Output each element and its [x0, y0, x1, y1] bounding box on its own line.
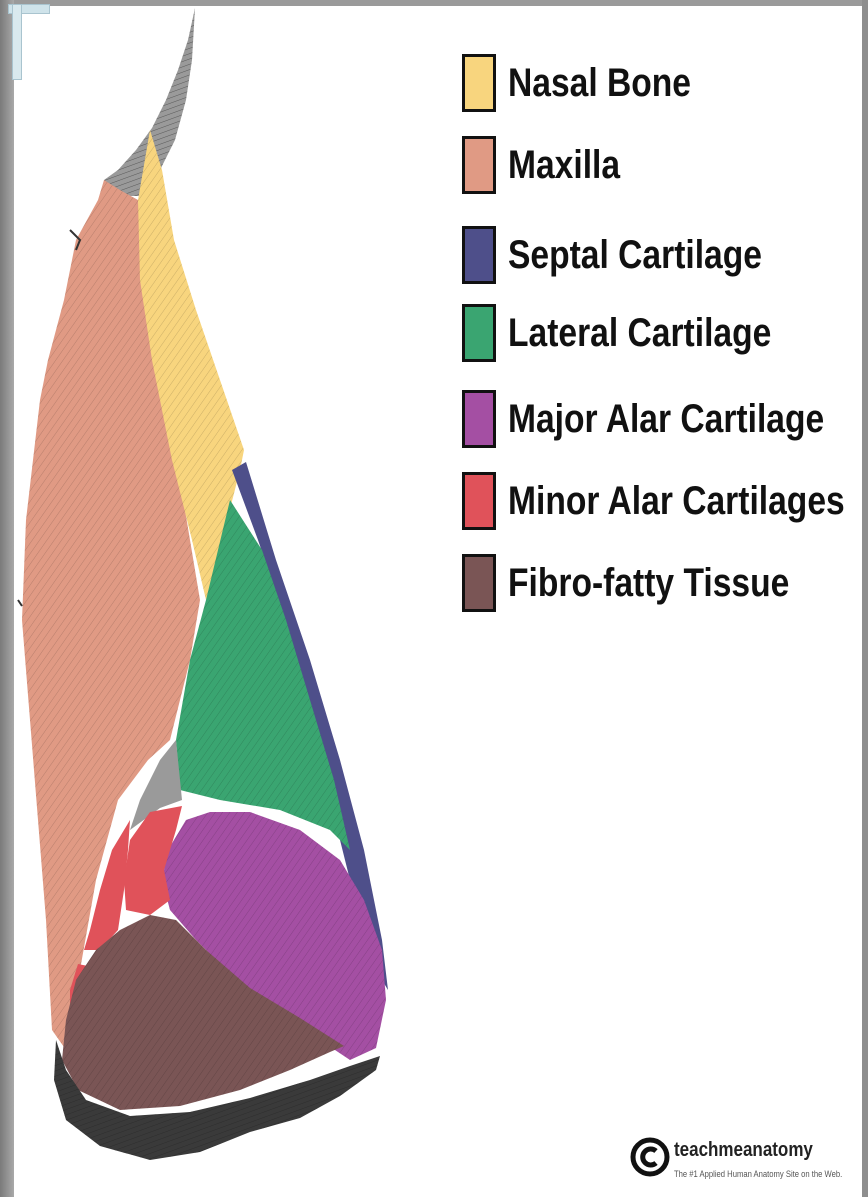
legend-swatch — [462, 554, 496, 612]
window-right-frame — [862, 0, 868, 1197]
legend-swatch — [462, 390, 496, 448]
legend-item-lateral-cartilage: Lateral Cartilage — [462, 300, 862, 366]
legend-item-minor-alar-cartilages: Minor Alar Cartilages — [462, 468, 862, 534]
copyright-c-icon — [630, 1137, 670, 1177]
brand-name: teachmeanatomy — [674, 1139, 813, 1162]
brand-tagline: The #1 Applied Human Anatomy Site on the… — [674, 1169, 842, 1179]
legend-swatch — [462, 226, 496, 284]
brand-watermark: teachmeanatomy The #1 Applied Human Anat… — [630, 1135, 860, 1195]
nose-anatomy-illustration — [14, 0, 414, 1170]
legend-label: Lateral Cartilage — [508, 304, 771, 362]
legend-item-major-alar-cartilage: Major Alar Cartilage — [462, 386, 862, 452]
legend-swatch — [462, 304, 496, 362]
legend-label: Septal Cartilage — [508, 226, 762, 284]
legend-label: Major Alar Cartilage — [508, 390, 824, 448]
legend-swatch — [462, 136, 496, 194]
legend-item-maxilla: Maxilla — [462, 132, 862, 198]
legend-label: Maxilla — [508, 136, 620, 194]
legend-label: Nasal Bone — [508, 54, 691, 112]
legend-swatch — [462, 54, 496, 112]
window-left-frame — [0, 0, 14, 1197]
legend-label: Minor Alar Cartilages — [508, 472, 845, 530]
legend-label: Fibro-fatty Tissue — [508, 554, 789, 612]
legend-item-septal-cartilage: Septal Cartilage — [462, 222, 862, 288]
legend-swatch — [462, 472, 496, 530]
legend-item-fibro-fatty-tissue: Fibro-fatty Tissue — [462, 550, 862, 616]
legend-item-nasal-bone: Nasal Bone — [462, 50, 862, 116]
